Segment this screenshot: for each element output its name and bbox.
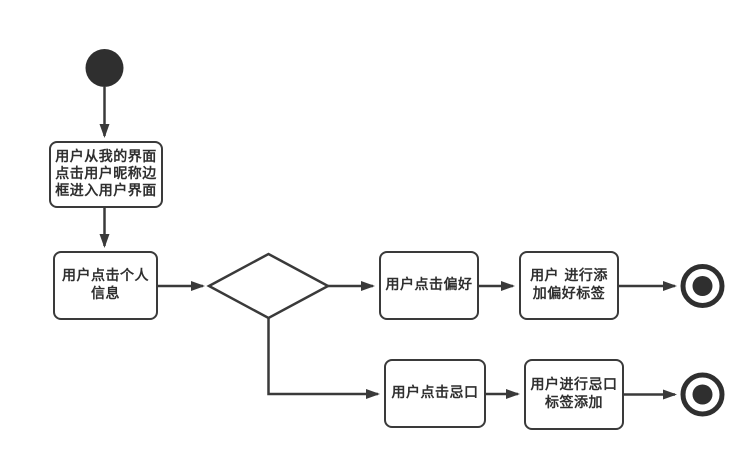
- edge-decision-to-step5: [267, 318, 380, 399]
- node-label: 用户点击偏好: [385, 276, 473, 293]
- activity-node-add-preference-tag: 用户 进行添 加偏好标签: [519, 251, 619, 320]
- node-label: 用户点击忌口: [391, 384, 479, 401]
- node-label: 用户点击个人 信息: [62, 268, 149, 302]
- activity-node-click-dietary-restriction: 用户点击忌口: [384, 359, 486, 428]
- node-label: 用户 进行添 加偏好标签: [530, 268, 608, 302]
- activity-node-enter-user-page: 用户从我的界面 点击用户昵称边 框进入用户界面: [49, 141, 163, 208]
- end-node-2: [680, 372, 725, 417]
- activity-node-add-dietary-restriction-tag: 用户进行忌口 标签添加: [524, 359, 624, 430]
- end-node-1: [680, 264, 725, 308]
- decision-node: [206, 252, 331, 320]
- activity-node-click-personal-info: 用户点击个人 信息: [53, 251, 158, 320]
- node-label: 用户从我的界面 点击用户昵称边 框进入用户界面: [55, 148, 157, 200]
- activity-node-click-preference: 用户点击偏好: [379, 251, 479, 320]
- node-label: 用户进行忌口 标签添加: [530, 377, 618, 411]
- start-node: [85, 49, 124, 87]
